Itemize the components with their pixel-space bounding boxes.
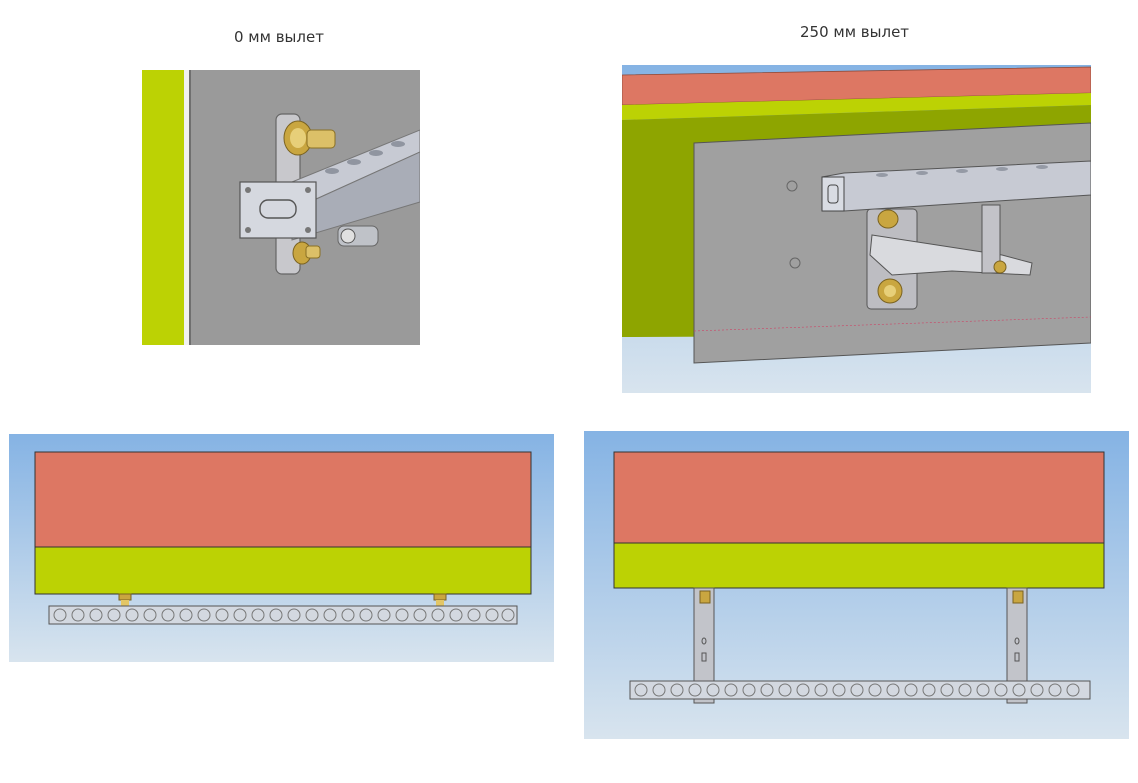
caption-0mm: 0 мм вылет bbox=[234, 28, 324, 46]
sign-face-strip bbox=[142, 70, 184, 345]
brass-bolt-left bbox=[118, 593, 132, 606]
perforated-rail bbox=[629, 680, 1091, 700]
brass-nut-top bbox=[877, 209, 899, 229]
brass-bolt-right bbox=[433, 593, 447, 606]
sign-face-block bbox=[34, 546, 532, 595]
standoff-bracket-right bbox=[1006, 587, 1028, 685]
brass-bolt-top bbox=[283, 120, 336, 156]
standoff-bracket-left bbox=[693, 587, 715, 685]
wall-block bbox=[34, 451, 532, 548]
brass-bolt-bottom bbox=[292, 241, 321, 265]
closeup-0mm-render bbox=[142, 70, 420, 345]
tube-end-cap bbox=[239, 181, 317, 239]
brass-nut-bottom bbox=[877, 278, 903, 304]
wall-block bbox=[613, 451, 1105, 544]
caption-250mm: 250 мм вылет bbox=[800, 23, 910, 41]
wall-face bbox=[622, 66, 1091, 106]
sign-face-block bbox=[613, 542, 1105, 589]
elevation-250mm bbox=[584, 431, 1129, 739]
elevation-0mm bbox=[9, 434, 554, 662]
sign-top-edge bbox=[622, 93, 1091, 120]
closeup-250mm-render bbox=[622, 65, 1091, 393]
perforated-rail bbox=[48, 605, 518, 625]
